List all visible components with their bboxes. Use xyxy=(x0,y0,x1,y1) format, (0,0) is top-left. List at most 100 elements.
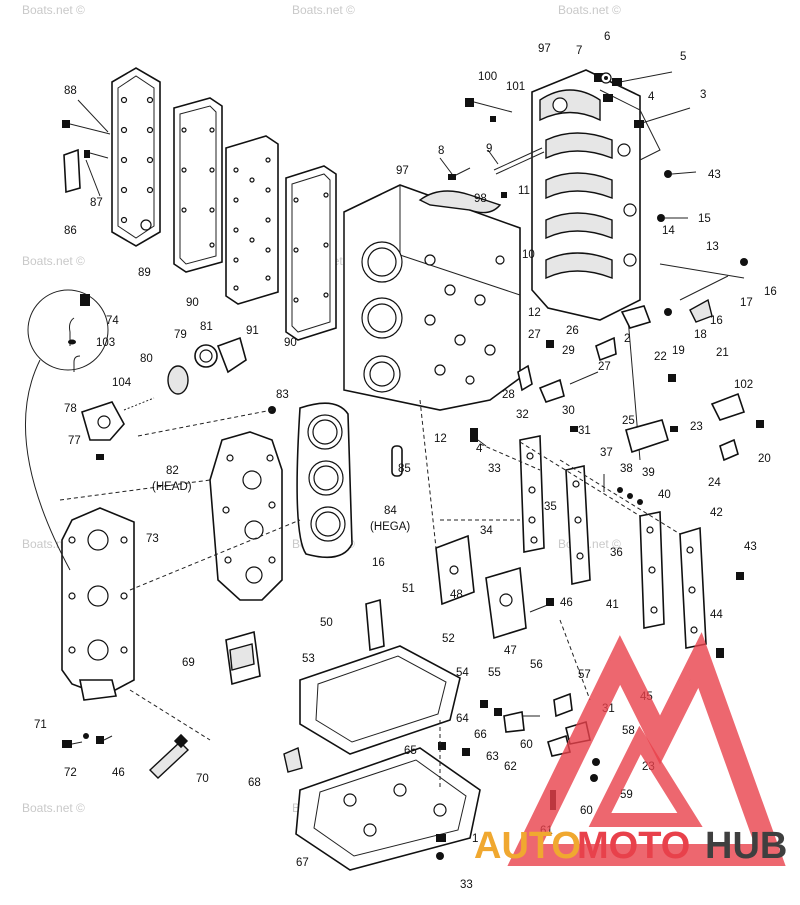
part-label: 64 xyxy=(456,713,469,725)
part-label: 71 xyxy=(34,719,47,731)
bracket-47 xyxy=(485,566,527,640)
part-label: 33 xyxy=(488,463,501,475)
part-label: 52 xyxy=(442,633,455,645)
part-label: 33 xyxy=(460,879,473,891)
watermark: Boats.net © xyxy=(558,3,621,17)
part-label: 97 xyxy=(396,165,409,177)
part-label: 62 xyxy=(504,761,517,773)
part-label: 28 xyxy=(502,389,515,401)
fasteners-1-33 xyxy=(436,834,446,860)
part-label: 4 xyxy=(476,443,483,455)
brand-hub: HUB xyxy=(705,825,787,867)
part-label: 10 xyxy=(522,249,535,261)
part-label: 20 xyxy=(758,453,771,465)
part-label: 16 xyxy=(710,315,723,327)
part-label: 54 xyxy=(456,667,469,679)
plate-42 xyxy=(679,526,707,649)
part-label: 48 xyxy=(450,589,463,601)
part-label: 1 xyxy=(472,833,478,845)
brand-moto: MOTO xyxy=(577,825,690,867)
plate-41 xyxy=(639,511,665,629)
bolt-46 xyxy=(529,598,554,613)
part-label: 97 xyxy=(538,43,551,55)
part-label: 79 xyxy=(174,329,187,341)
top-fasteners xyxy=(448,71,691,222)
part-label: 98 xyxy=(474,193,487,205)
part-label: 86 xyxy=(64,225,77,237)
part-label: 88 xyxy=(64,85,77,97)
exhaust-cover-89 xyxy=(111,67,161,247)
part-label: 25 xyxy=(622,415,635,427)
watermark: Boats.net © xyxy=(292,3,355,17)
part-label: 68 xyxy=(248,777,261,789)
part-label: 9 xyxy=(486,143,492,155)
part-label: 77 xyxy=(68,435,81,447)
part-label: 70 xyxy=(196,773,209,785)
part-label: 13 xyxy=(706,241,719,253)
cylinder-head-82 xyxy=(209,431,283,601)
part-label: 90 xyxy=(284,337,297,349)
watermark: Boats.net © xyxy=(22,801,85,815)
bolt-88 xyxy=(62,120,111,135)
part-label: 27 xyxy=(528,329,541,341)
part-label: 42 xyxy=(710,507,723,519)
bracket-48 xyxy=(435,534,475,606)
part-label: 67 xyxy=(296,857,309,869)
part-label: 38 xyxy=(620,463,633,475)
thermostat-housing-73 xyxy=(61,507,135,701)
part-label: 87 xyxy=(90,197,103,209)
part-label: 21 xyxy=(716,347,729,359)
part-label: 11 xyxy=(518,185,530,197)
part-label: 47 xyxy=(504,645,517,657)
watermark: Boats.net © xyxy=(22,3,85,17)
plate-34 xyxy=(519,435,545,553)
part-label: 55 xyxy=(488,667,501,679)
bracket-50 xyxy=(365,598,385,652)
part-label: 15 xyxy=(698,213,711,225)
watermark: Boats.net © xyxy=(22,254,85,268)
linkage-rod-17 xyxy=(679,275,729,301)
part-label: 103 xyxy=(96,337,115,349)
gasket-90-lower xyxy=(285,165,337,341)
part-label: 31 xyxy=(578,425,591,437)
crankcase-cover-97 xyxy=(531,69,661,321)
part-labels: 97 7 6 5 100 101 4 3 88 8 9 43 97 98 11 … xyxy=(34,31,777,891)
part-label: 41 xyxy=(606,599,619,611)
part-label: 50 xyxy=(320,617,333,629)
part-label: 72 xyxy=(64,767,77,779)
part-label: 66 xyxy=(474,729,487,741)
head-gasket-84 xyxy=(296,402,353,559)
part-label: 78 xyxy=(64,403,77,415)
gasket-90-upper xyxy=(173,97,223,273)
cylinder-block-97 xyxy=(343,184,521,411)
lower-left-bolts xyxy=(62,733,113,748)
part-label: 16 xyxy=(764,286,777,298)
cover-plate-91 xyxy=(225,135,279,305)
part-label: 24 xyxy=(708,477,721,489)
part-label: 26 xyxy=(566,325,579,337)
part-label: 46 xyxy=(112,767,125,779)
part-label: 80 xyxy=(140,353,153,365)
gasket-53 xyxy=(299,645,461,755)
part-label: 74 xyxy=(106,315,119,327)
adapter-plate-67 xyxy=(295,747,481,871)
plate-86 xyxy=(63,148,81,194)
part-label: 30 xyxy=(562,405,575,417)
part-label: 43 xyxy=(744,541,757,553)
part-label: 51 xyxy=(402,583,415,595)
part-label: 69 xyxy=(182,657,195,669)
part-label: 5 xyxy=(680,51,686,63)
part-label: 17 xyxy=(740,297,753,309)
detail-callout-circle xyxy=(24,289,109,571)
part-label: 81 xyxy=(200,321,213,333)
part-label: 58 xyxy=(622,725,635,737)
part-label: 60 xyxy=(580,805,593,817)
part-label: 53 xyxy=(302,653,315,665)
part-label: 6 xyxy=(604,31,610,43)
part-label: 12 xyxy=(528,307,541,319)
part-label: 60 xyxy=(520,739,533,751)
part-label: (HEAD) xyxy=(152,481,192,493)
part-label: 36 xyxy=(610,547,623,559)
misc-small-parts xyxy=(470,258,764,462)
